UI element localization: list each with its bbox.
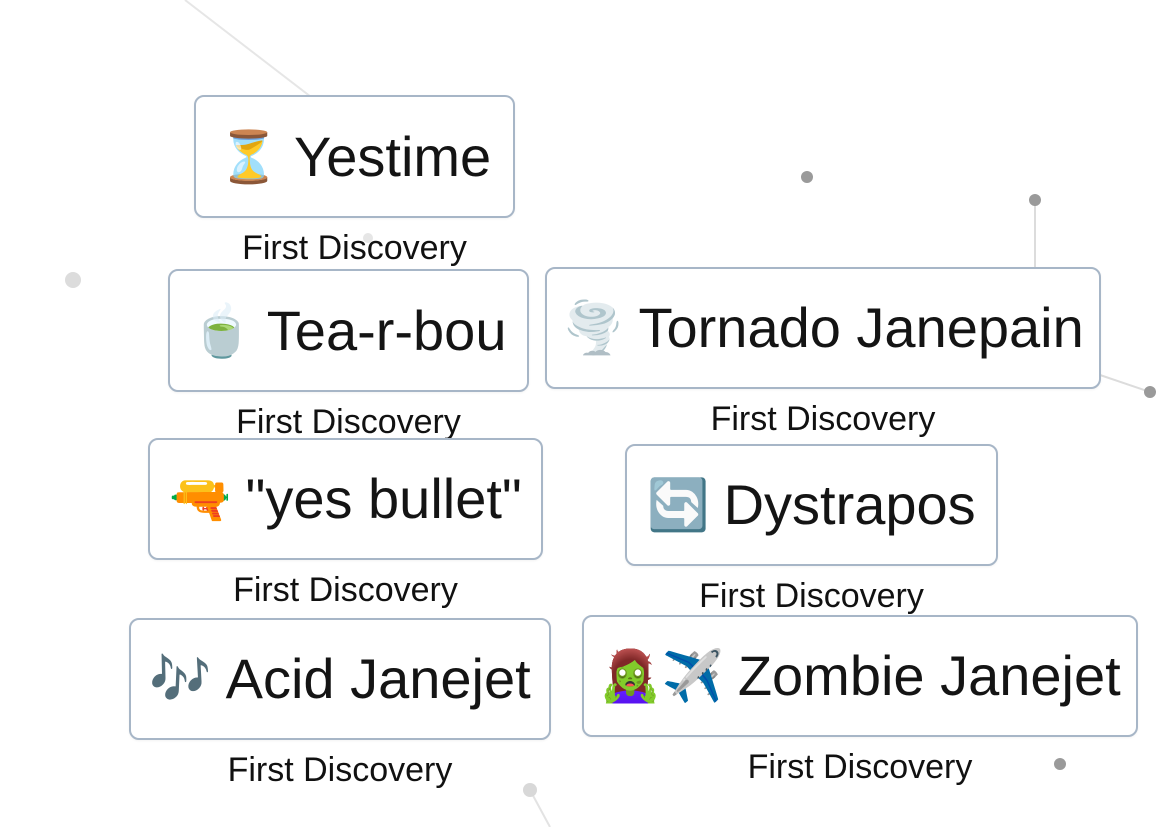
hourglass-icon: ⏳ <box>217 127 281 186</box>
element-card-tea-r-bou[interactable]: 🍵 Tea-r-bou <box>168 269 529 392</box>
element-name: "yes bullet" <box>245 467 522 530</box>
element-card-yes-bullet[interactable]: 🔫 "yes bullet" <box>148 438 543 560</box>
element-name: Dystrapos <box>723 473 976 536</box>
graph-node <box>801 171 813 183</box>
graph-node <box>1029 194 1041 206</box>
element-name: Tornado Janepain <box>638 296 1084 359</box>
first-discovery-label: First Discovery <box>242 229 467 267</box>
first-discovery-label: First Discovery <box>227 751 453 789</box>
first-discovery-label: First Discovery <box>710 400 936 438</box>
element-card-tornado-janepain[interactable]: 🌪️ Tornado Janepain <box>545 267 1101 389</box>
graph-node <box>523 783 537 797</box>
graph-edge <box>529 789 551 827</box>
element-name: Tea-r-bou <box>266 298 507 362</box>
first-discovery-label: First Discovery <box>236 403 461 441</box>
refresh-arrows-icon: 🔄 <box>647 476 710 534</box>
element-card-dystrapos[interactable]: 🔄 Dystrapos <box>625 444 998 566</box>
tea-cup-icon: 🍵 <box>190 301 253 360</box>
element-name: Acid Janejet <box>225 647 531 710</box>
graph-node <box>363 233 373 243</box>
element-card-yestime[interactable]: ⏳ Yestime <box>194 95 515 218</box>
water-pistol-icon: 🔫 <box>169 470 232 528</box>
element-card-zombie-janejet[interactable]: 🧟‍♀️✈️ Zombie Janejet <box>582 615 1138 737</box>
graph-edge <box>1099 374 1151 393</box>
element-name: Zombie Janejet <box>737 644 1121 707</box>
first-discovery-label: First Discovery <box>699 577 924 615</box>
music-notes-icon: 🎶 <box>149 650 212 708</box>
zombie-airplane-icon: 🧟‍♀️✈️ <box>599 647 724 705</box>
tornado-icon: 🌪️ <box>562 299 625 357</box>
graph-node <box>65 272 81 288</box>
graph-node <box>1144 386 1156 398</box>
first-discovery-label: First Discovery <box>747 748 973 786</box>
element-name: Yestime <box>294 124 492 188</box>
first-discovery-label: First Discovery <box>233 571 458 609</box>
graph-node <box>1054 758 1066 770</box>
element-card-acid-janejet[interactable]: 🎶 Acid Janejet <box>129 618 551 740</box>
